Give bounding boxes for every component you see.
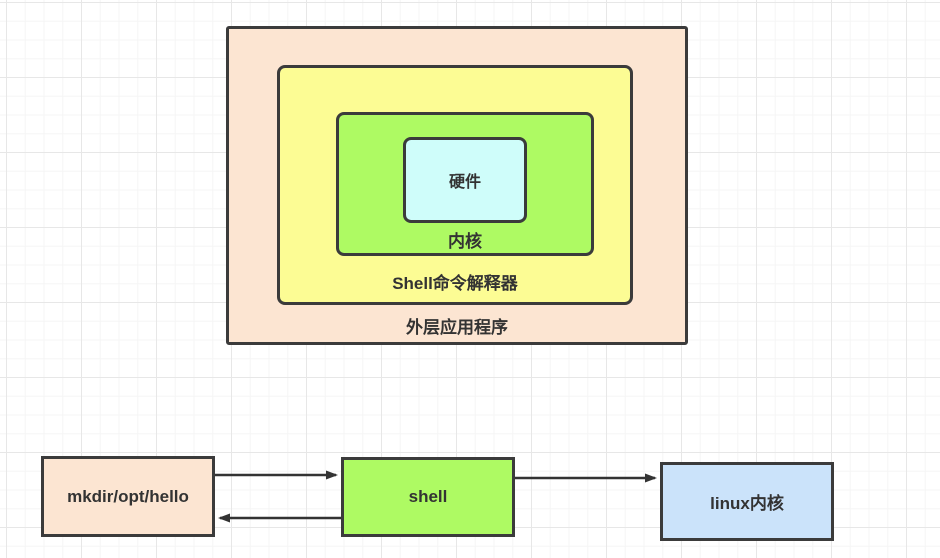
- linux-kernel-box: linux内核: [660, 462, 834, 541]
- hardware-box: [403, 137, 527, 223]
- shell-flow-box: shell: [341, 457, 515, 537]
- mkdir-command-box: mkdir/opt/hello: [41, 456, 215, 537]
